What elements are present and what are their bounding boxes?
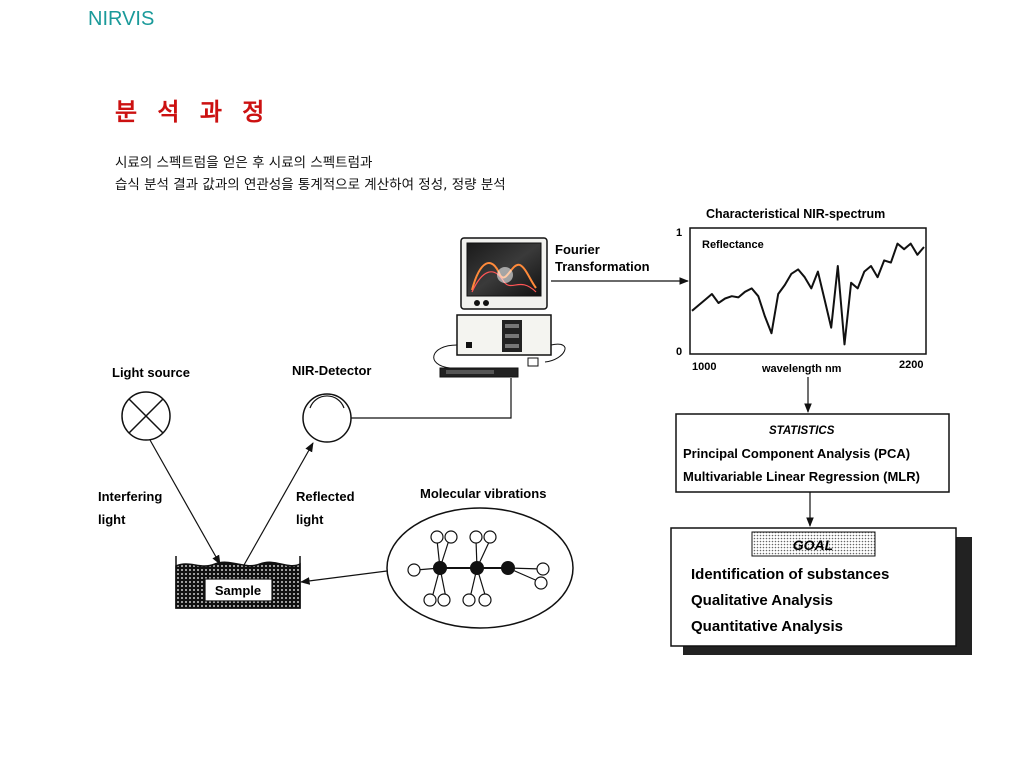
interfering-light-arrow bbox=[149, 439, 221, 565]
fourier-label-1: Fourier bbox=[555, 242, 600, 257]
molecular-vibrations-label: Molecular vibrations bbox=[420, 486, 546, 501]
reflected-light-label: Reflected bbox=[296, 489, 355, 504]
sample-label: Sample bbox=[215, 583, 261, 598]
molecule-diagram bbox=[386, 507, 574, 629]
description-line-1: 시료의 스펙트럼을 얻은 후 시료의 스펙트럼과 bbox=[115, 155, 373, 171]
goal-box: GOAL Identification of substances Qualit… bbox=[670, 527, 972, 655]
detector-cable bbox=[351, 378, 512, 419]
reflected-light-label-2: light bbox=[296, 512, 324, 527]
statistics-box: STATISTICS Principal Component Analysis … bbox=[675, 413, 950, 493]
page-title: 분 석 과 정 bbox=[115, 98, 271, 126]
spectrum-plot-frame bbox=[689, 227, 927, 355]
light-source-label: Light source bbox=[112, 365, 190, 380]
goal-item: Quantitative Analysis bbox=[691, 618, 843, 635]
brand-logo-text: NIRVIS bbox=[88, 8, 155, 30]
spectrum-chart: Characteristical NIR-spectrum Reflectanc… bbox=[676, 207, 927, 375]
spectrum-trace bbox=[691, 242, 925, 346]
interfering-light-label-2: light bbox=[98, 512, 126, 527]
spectrum-y-min: 0 bbox=[676, 346, 682, 358]
interfering-light-label: Interfering bbox=[98, 489, 162, 504]
spectrum-x-axis-label: wavelength nm bbox=[761, 363, 842, 375]
statistics-mlr: Multivariable Linear Regression (MLR) bbox=[683, 469, 920, 484]
nir-detector-icon bbox=[302, 393, 352, 443]
spectrum-x-max: 2200 bbox=[899, 359, 923, 371]
spectrum-x-min: 1000 bbox=[692, 361, 716, 373]
description-line-2: 습식 분석 결과 값과의 연관성을 통계적으로 계산하여 정성, 정량 분석 bbox=[115, 177, 506, 193]
molecular-to-sample-arrow bbox=[300, 570, 388, 585]
goal-title: GOAL bbox=[793, 537, 833, 553]
goal-item: Qualitative Analysis bbox=[691, 592, 833, 609]
fourier-label-2: Transformation bbox=[555, 259, 650, 274]
computer-monitor bbox=[460, 237, 548, 310]
nir-detector-label: NIR-Detector bbox=[292, 363, 371, 378]
goal-item: Identification of substances bbox=[691, 566, 889, 583]
sample-container: Sample bbox=[175, 556, 301, 609]
computer-case bbox=[433, 314, 566, 369]
reflected-light-arrow bbox=[243, 442, 314, 566]
statistics-pca: Principal Component Analysis (PCA) bbox=[683, 446, 910, 461]
spectrum-y-max: 1 bbox=[676, 227, 682, 239]
spectrum-title: Characteristical NIR-spectrum bbox=[706, 207, 885, 221]
computer-keyboard bbox=[439, 367, 519, 378]
statistics-title: STATISTICS bbox=[769, 425, 835, 437]
light-source-icon bbox=[121, 391, 171, 441]
spectrum-reflectance-label: Reflectance bbox=[702, 239, 764, 251]
